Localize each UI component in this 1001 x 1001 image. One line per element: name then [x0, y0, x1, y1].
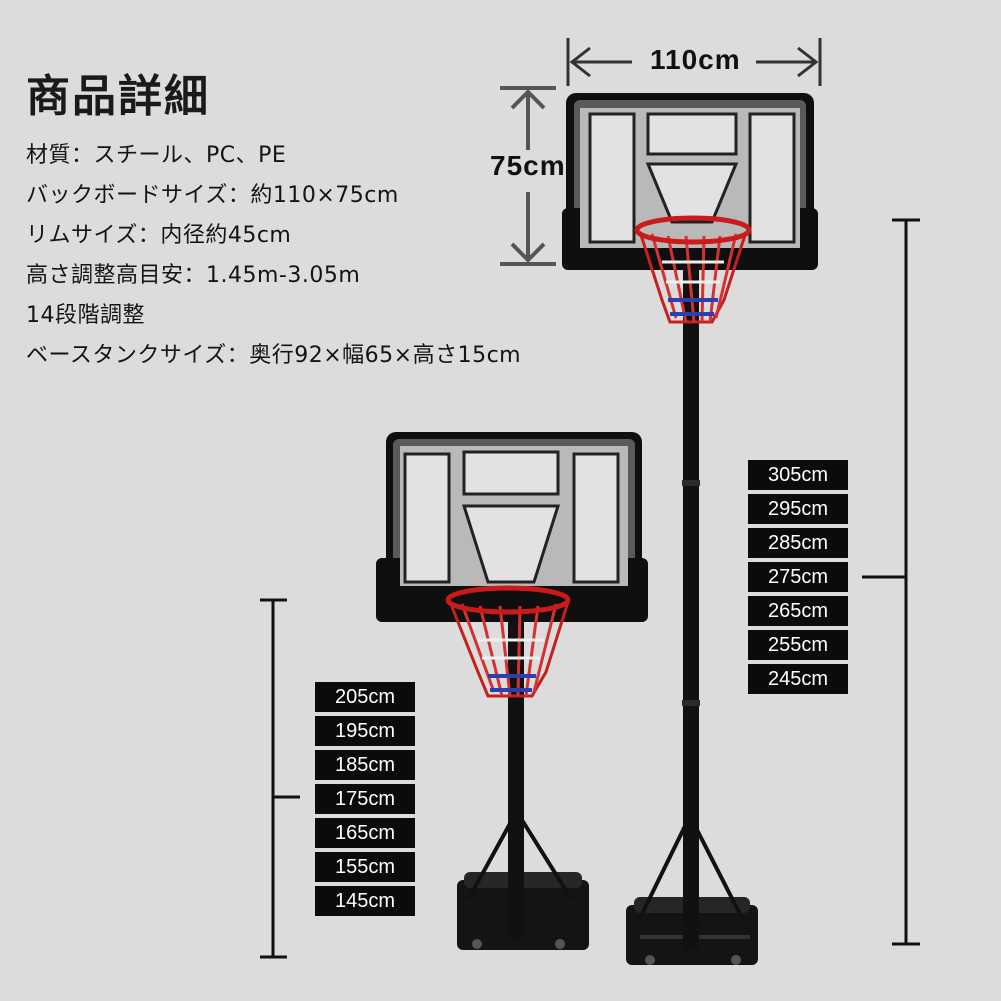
short-height-label: 165cm — [315, 818, 415, 848]
short-brace-left — [466, 819, 514, 901]
tall-hoop — [562, 93, 818, 965]
tall-pole — [683, 250, 699, 950]
short-height-bracket — [260, 598, 300, 959]
tall-height-label: 255cm — [748, 630, 848, 660]
spec-list: 材質：スチール、PC、PE バックボードサイズ：約110×75cm リムサイズ：… — [26, 136, 521, 376]
short-height-label: 185cm — [315, 750, 415, 780]
spec-rim-size: リムサイズ：内径約45cm — [26, 223, 292, 248]
tall-height-bracket — [862, 218, 920, 946]
height-dimension-label: 75cm — [490, 150, 566, 181]
page-title: 商品詳細 — [26, 71, 210, 122]
spec-base-tank-size: ベースタンクサイズ：奥行92×幅65×高さ15cm — [26, 343, 522, 368]
spec-backboard-size: バックボードサイズ：約110×75cm — [26, 183, 399, 208]
short-rim-net — [445, 585, 571, 698]
height-dimension-line — [500, 86, 556, 266]
tall-brace-right — [690, 819, 744, 919]
short-height-label: 205cm — [315, 682, 415, 712]
tall-height-label: 265cm — [748, 596, 848, 626]
tall-height-label: 285cm — [748, 528, 848, 558]
spec-material: 材質：スチール、PC、PE — [26, 143, 287, 168]
short-height-label: 195cm — [315, 716, 415, 746]
spec-height-range: 高さ調整高目安：1.45m-3.05m — [26, 263, 361, 288]
tall-height-label: 305cm — [748, 460, 848, 490]
tall-rim-net — [634, 215, 752, 324]
short-pole — [508, 600, 524, 940]
width-dimension-line — [566, 38, 822, 86]
short-hoop — [376, 432, 648, 950]
width-dimension-label: 110cm — [650, 44, 741, 75]
spec-adjust-steps: 14段階調整 — [26, 303, 145, 328]
tall-height-label: 275cm — [748, 562, 848, 592]
short-backboard — [376, 432, 648, 622]
tall-height-label: 245cm — [748, 664, 848, 694]
short-height-label: 145cm — [315, 886, 415, 916]
short-brace-right — [520, 818, 574, 902]
short-height-label: 155cm — [315, 852, 415, 882]
tall-backboard — [562, 93, 818, 270]
tall-height-label: 295cm — [748, 494, 848, 524]
tall-brace-left — [638, 819, 690, 919]
short-height-label: 175cm — [315, 784, 415, 814]
